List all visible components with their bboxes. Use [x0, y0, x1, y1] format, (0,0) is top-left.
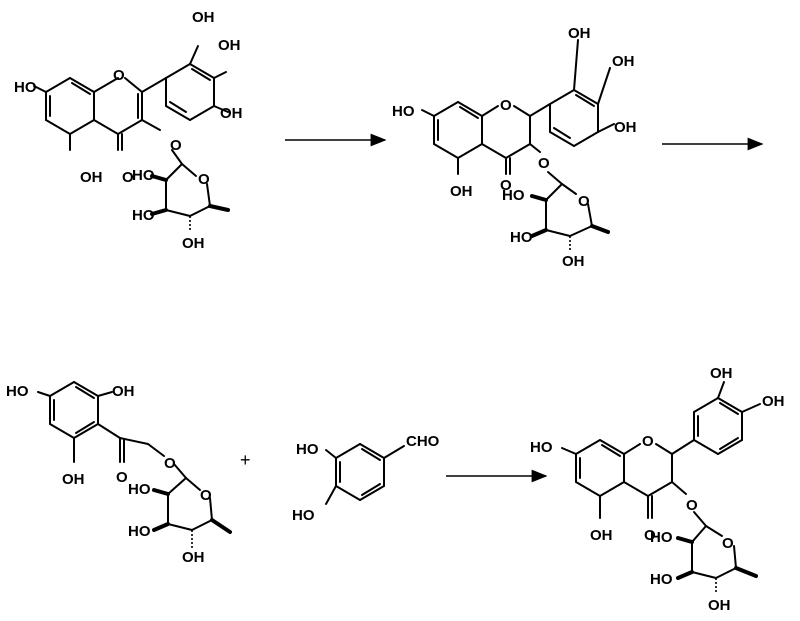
label: O	[116, 469, 128, 486]
label: O	[113, 67, 125, 84]
label: HO	[296, 441, 319, 458]
reaction1-reactant-structure: OH OH OH HO O O OH O O HO HO OH	[14, 9, 243, 252]
label: OH	[562, 253, 585, 270]
label: OH	[182, 235, 205, 252]
label: OH	[182, 549, 205, 566]
label: O	[578, 193, 590, 210]
label: HO	[650, 571, 673, 588]
label: HO	[392, 103, 415, 120]
label: O	[164, 455, 176, 472]
label: OH	[450, 183, 473, 200]
label: O	[200, 487, 212, 504]
label: HO	[128, 523, 151, 540]
reaction2-product-structure: OH OH HO O OH O O O HO HO OH	[530, 365, 785, 614]
label: HO	[650, 529, 673, 546]
label: OH	[220, 105, 243, 122]
label: O	[500, 97, 512, 114]
label: O	[122, 169, 134, 186]
label: OH	[192, 9, 215, 26]
label: OH	[80, 169, 103, 186]
label: OH	[614, 119, 637, 136]
label: OH	[62, 471, 85, 488]
label: O	[500, 177, 512, 194]
label: OH	[612, 53, 635, 70]
label: O	[722, 535, 734, 552]
label: OH	[568, 25, 591, 42]
label: O	[198, 171, 210, 188]
label: OH	[710, 365, 733, 382]
label: OH	[708, 597, 731, 614]
label: HO	[530, 439, 553, 456]
label: O	[644, 527, 656, 544]
label: O	[686, 497, 698, 514]
label: HO	[510, 229, 533, 246]
label: OH	[112, 383, 135, 400]
label: CHO	[406, 433, 440, 450]
label: HO	[128, 481, 151, 498]
label: HO	[6, 383, 29, 400]
label: OH	[218, 37, 241, 54]
label: OH	[590, 527, 613, 544]
reaction2-reactant2-structure: HO HO CHO	[292, 433, 440, 524]
reaction1-product-structure: OH OH OH HO O OH O O O HO HO OH	[392, 25, 637, 270]
label: HO	[132, 167, 155, 184]
label: HO	[502, 187, 525, 204]
plus-sign: +	[240, 450, 251, 470]
label: HO	[14, 79, 37, 96]
label: HO	[132, 207, 155, 224]
label: OH	[762, 393, 785, 410]
label: O	[538, 155, 550, 172]
label: HO	[292, 507, 315, 524]
label: O	[170, 137, 182, 154]
reaction2-reactant1-structure: HO OH OH O O O HO HO OH	[6, 381, 232, 566]
label: O	[642, 433, 654, 450]
